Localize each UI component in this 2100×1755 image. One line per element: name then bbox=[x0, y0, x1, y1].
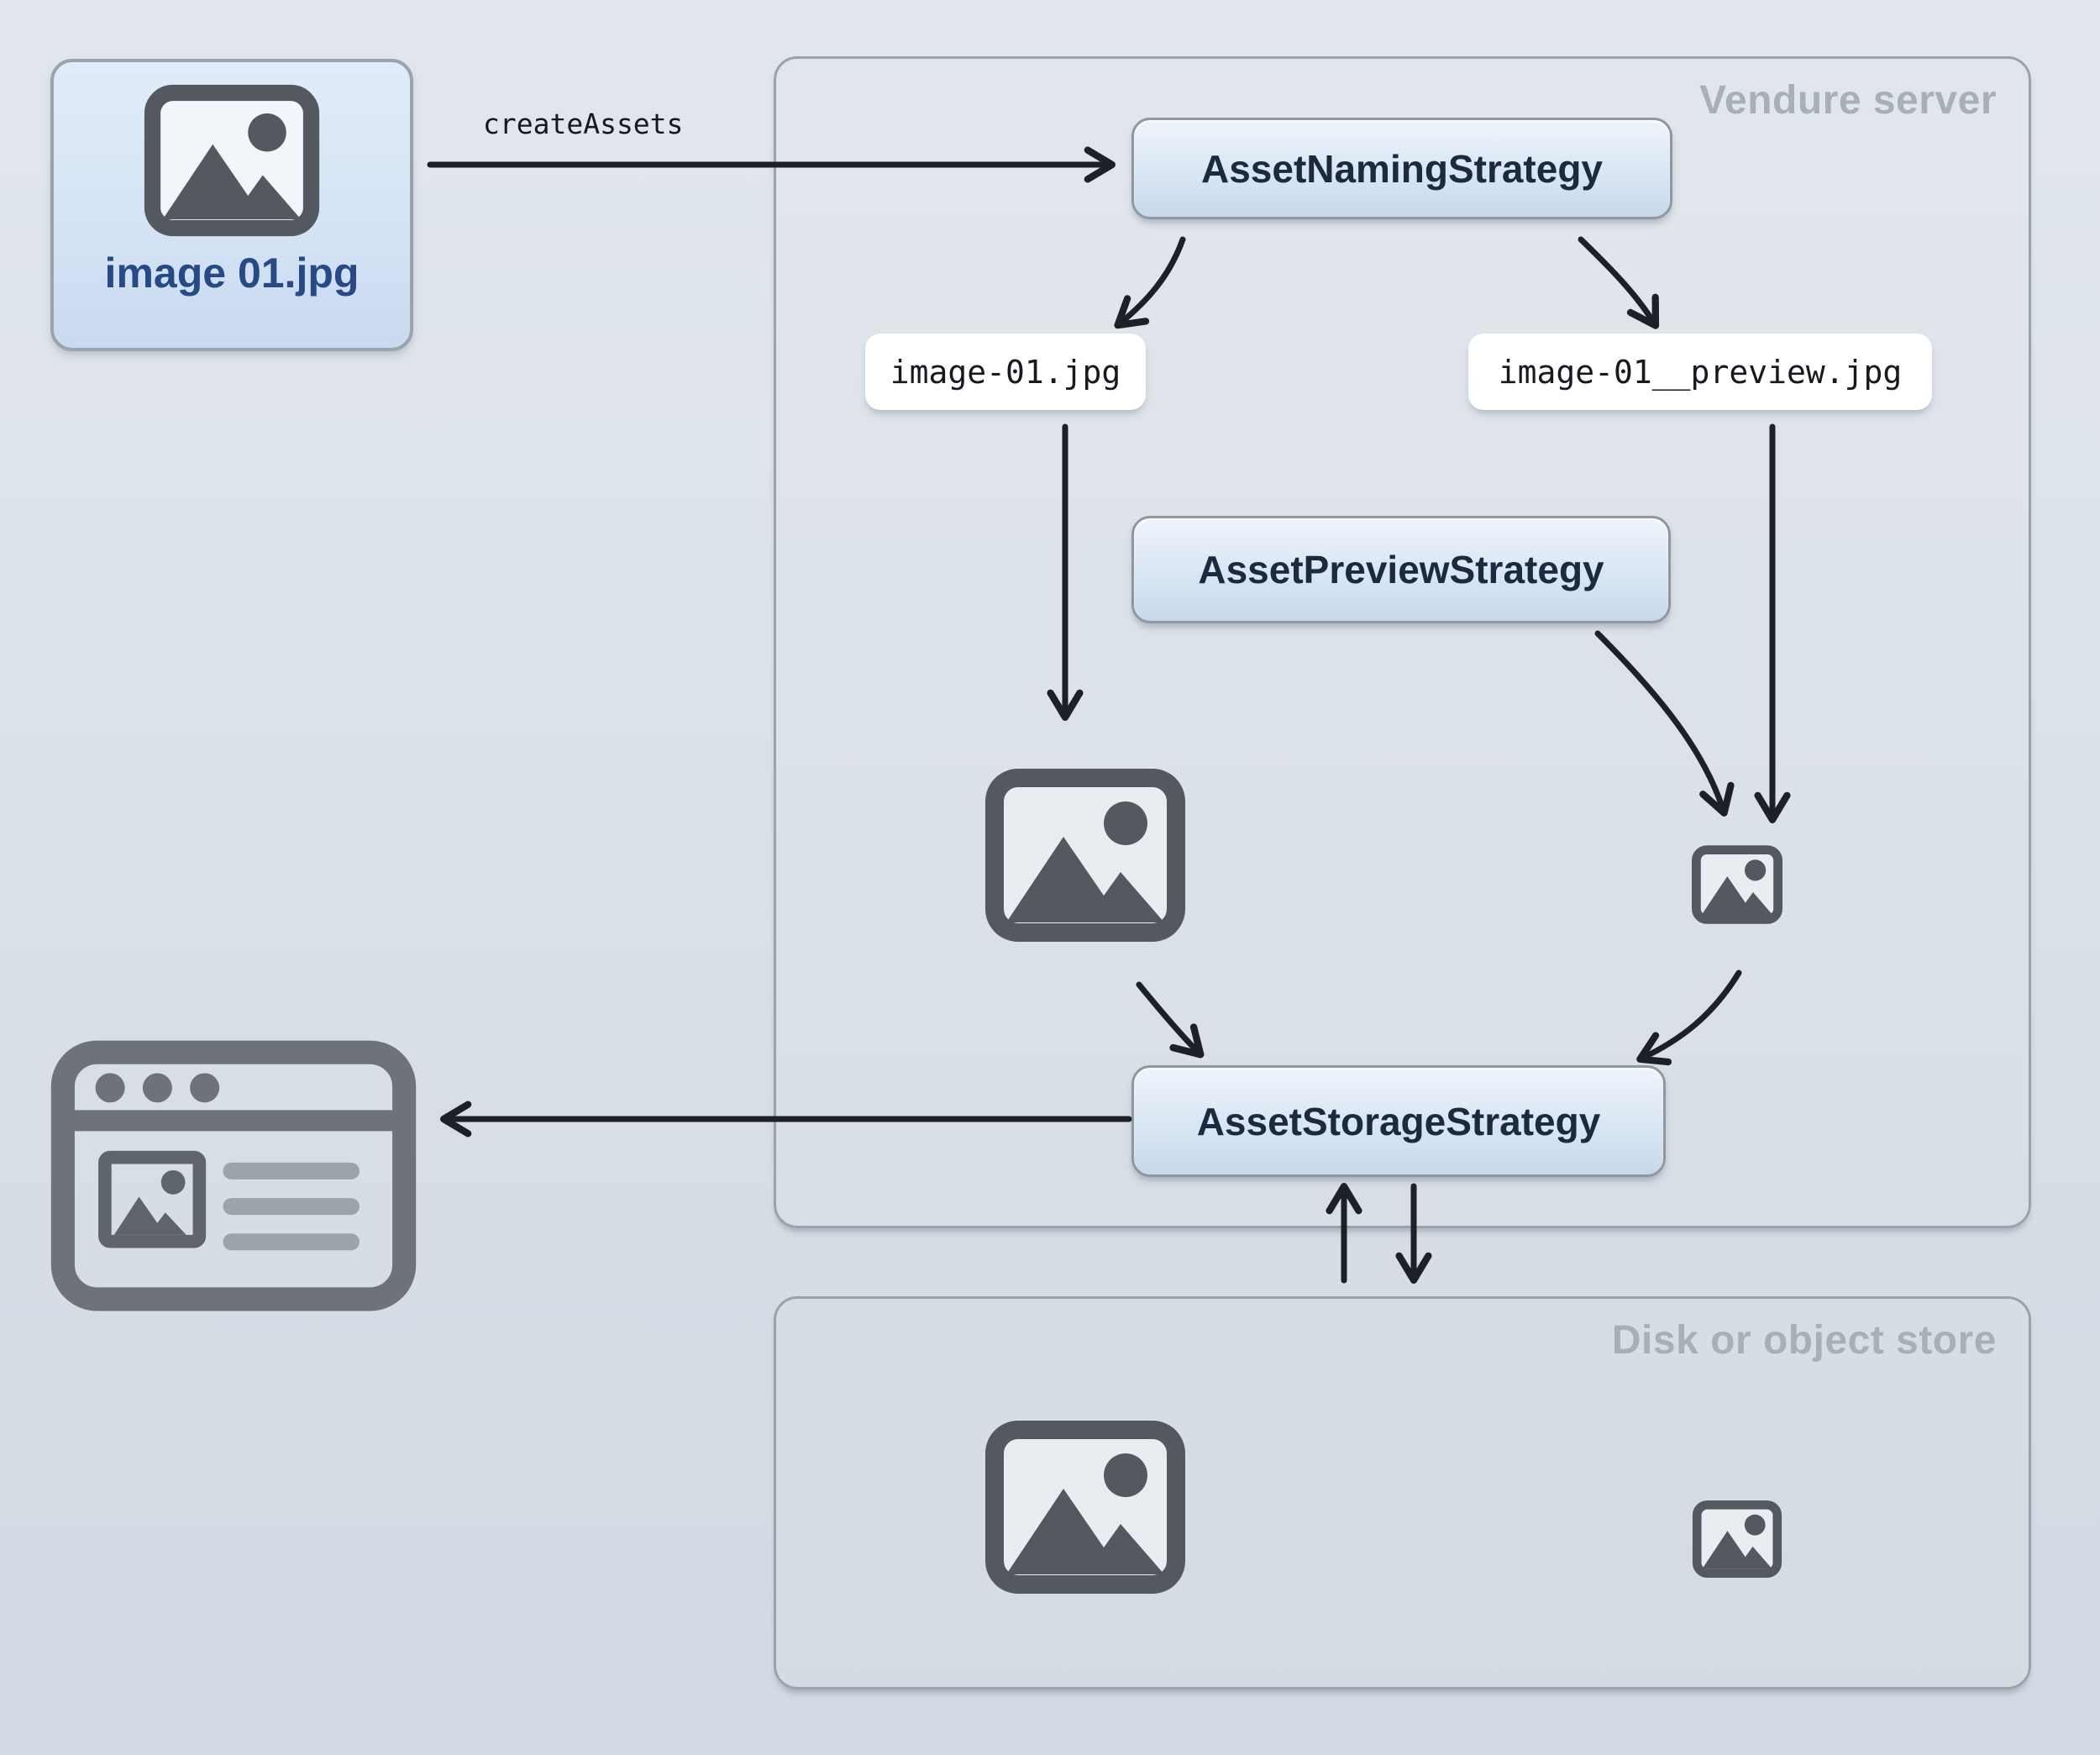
disk-store-title: Disk or object store bbox=[1611, 1318, 1997, 1363]
create-assets-label: createAssets bbox=[483, 108, 684, 140]
image-icon bbox=[143, 84, 321, 237]
image-icon bbox=[1692, 1500, 1782, 1578]
vendure-server-container: Vendure server bbox=[774, 56, 2031, 1228]
asset-preview-strategy-node: AssetPreviewStrategy bbox=[1131, 516, 1671, 623]
image-icon bbox=[1692, 843, 1782, 926]
vendure-server-title: Vendure server bbox=[1699, 78, 1997, 123]
disk-store-container: Disk or object store bbox=[774, 1296, 2031, 1689]
source-image-filename: image 01.jpg bbox=[104, 250, 360, 297]
source-filename-pill: image-01.jpg bbox=[865, 334, 1146, 410]
browser-window-icon bbox=[50, 1039, 417, 1312]
asset-naming-strategy-node: AssetNamingStrategy bbox=[1131, 118, 1672, 219]
image-icon bbox=[984, 766, 1186, 944]
asset-storage-strategy-node: AssetStorageStrategy bbox=[1131, 1065, 1666, 1177]
image-icon bbox=[98, 1150, 207, 1248]
image-icon bbox=[984, 1420, 1186, 1595]
source-image-card: image 01.jpg bbox=[50, 59, 413, 351]
preview-filename-pill: image-01__preview.jpg bbox=[1468, 334, 1932, 410]
